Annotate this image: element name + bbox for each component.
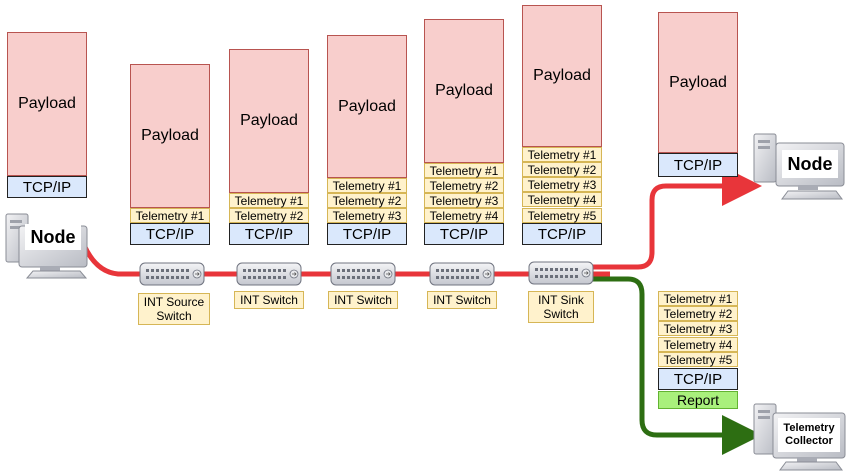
report-header: Report [658,391,738,409]
report-path [590,276,762,455]
tcp-header: TCP/IP [424,223,504,245]
telemetry-header: Telemetry #2 [229,208,309,223]
tcp-header: TCP/IP [522,223,602,245]
telemetry-header: Telemetry #4 [424,208,504,223]
destination-node-label: Node [782,150,838,178]
telemetry-header: Telemetry #5 [658,352,738,367]
telemetry-header: Telemetry #1 [424,163,504,178]
payload-block: Payload [229,49,309,193]
payload-block: Payload [7,32,87,176]
telemetry-header: Telemetry #3 [658,321,738,336]
switch-label-int: INT Switch [427,291,497,309]
data-path-to-node [590,166,762,270]
tcp-header: TCP/IP [658,368,738,390]
telemetry-header: Telemetry #2 [522,162,602,177]
telemetry-header: Telemetry #2 [424,178,504,193]
switch-label-int: INT Switch [328,291,398,309]
tcp-header: TCP/IP [130,223,210,245]
payload-block: Payload [130,64,210,208]
telemetry-header: Telemetry #1 [327,178,407,193]
telemetry-header: Telemetry #5 [522,208,602,223]
payload-block: Payload [658,12,738,153]
collector-label: Telemetry Collector [778,418,840,452]
payload-block: Payload [327,35,407,178]
payload-block: Payload [522,5,602,147]
payload-block: Payload [424,19,504,163]
telemetry-header: Telemetry #2 [327,193,407,208]
telemetry-header: Telemetry #3 [522,177,602,192]
telemetry-header: Telemetry #1 [229,193,309,208]
telemetry-header: Telemetry #4 [658,337,738,352]
telemetry-header: Telemetry #1 [522,147,602,162]
switch-label-int: INT Switch [234,291,304,309]
tcp-header: TCP/IP [327,223,407,245]
tcp-header: TCP/IP [229,223,309,245]
telemetry-header: Telemetry #2 [658,306,738,321]
telemetry-header: Telemetry #3 [327,208,407,223]
telemetry-header: Telemetry #1 [130,208,210,223]
telemetry-header: Telemetry #4 [522,192,602,207]
tcp-header: TCP/IP [658,153,738,177]
source-node-label: Node [25,224,81,250]
telemetry-header: Telemetry #3 [424,193,504,208]
tcp-header: TCP/IP [7,176,87,198]
telemetry-header: Telemetry #1 [658,291,738,306]
